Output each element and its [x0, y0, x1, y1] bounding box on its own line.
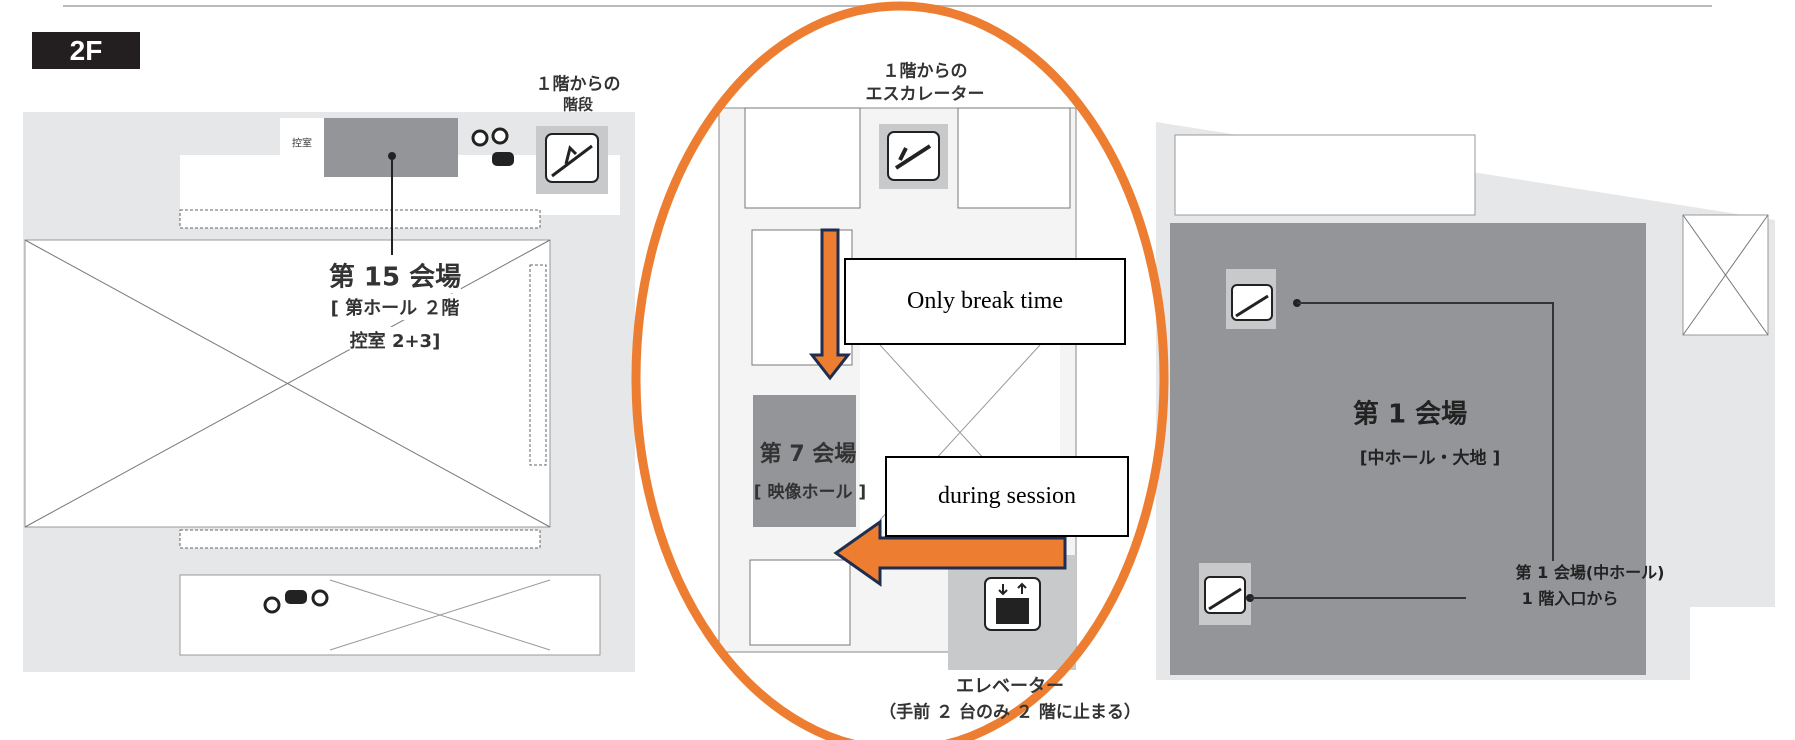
- break-time-note: Only break time: [844, 258, 1126, 345]
- venue-15-sub: [ 第ホール ２階: [330, 294, 460, 320]
- floor-label: 2F: [32, 32, 140, 69]
- stairs-label-2: 階段: [562, 95, 594, 114]
- entrance-label-2: 1 階入口から: [1521, 589, 1619, 608]
- restroom-icon: [471, 129, 489, 147]
- venue-7-name: 第 7 会場: [759, 442, 857, 467]
- venue-15-sub-2: 控室 2+3]: [349, 327, 441, 353]
- venue-1-sub: [中ホール・大地 ]: [1359, 448, 1501, 469]
- venue-1-name: 第 1 会場: [1352, 399, 1468, 430]
- right-building: [1156, 122, 1775, 680]
- elevator-label: エレベーター: [956, 676, 1064, 697]
- venue-7-room: [753, 395, 856, 527]
- down-arrow: [808, 228, 852, 381]
- left-arrow: [833, 519, 1067, 587]
- during-session-note: during session: [885, 456, 1129, 537]
- anteroom-label: 控室: [292, 138, 312, 150]
- elevator-note: （手前 ２ 台のみ ２ 階に止まる）: [879, 702, 1141, 723]
- stairs-label: １階からの: [535, 74, 621, 95]
- highlight-ellipse: [631, 1, 1169, 740]
- venue-7-sub: [ 映像ホール ]: [753, 482, 867, 503]
- center-building: [718, 107, 1077, 670]
- left-building: [23, 112, 635, 672]
- venue-15-name: 第 15 会場: [328, 256, 462, 294]
- escalator-label-2: エスカレーター: [865, 84, 985, 105]
- accessible-restroom-icon: [492, 152, 514, 166]
- escalator-label: １階からの: [882, 61, 968, 82]
- entrance-label: 第 1 会場(中ホール): [1515, 563, 1665, 582]
- seating-row: [179, 209, 541, 229]
